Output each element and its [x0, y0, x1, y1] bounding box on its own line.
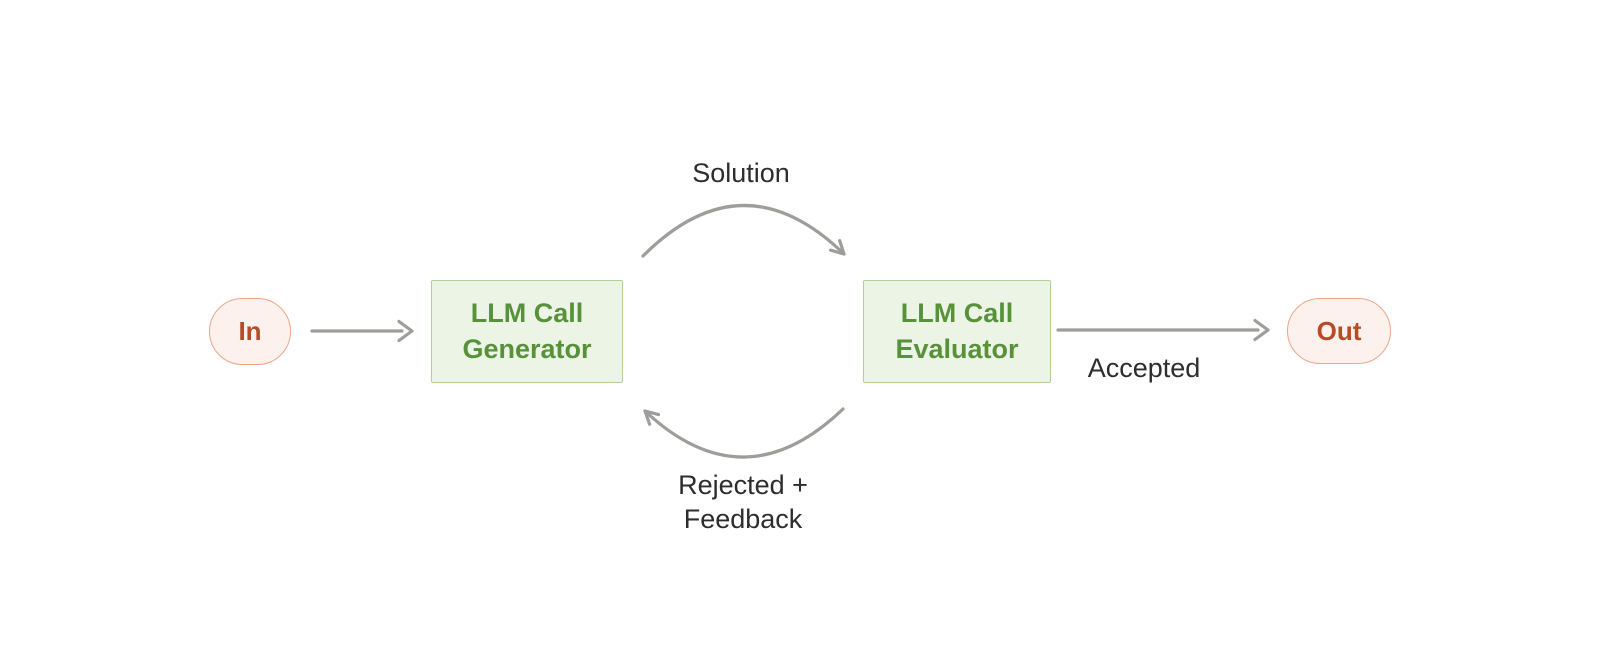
node-in-label: In [238, 316, 262, 346]
edge-label-solution: Solution [692, 158, 790, 188]
node-out-label: Out [1316, 315, 1362, 346]
arrow-in-to-generator-icon [310, 319, 414, 343]
node-llm-call-generator: LLM Call Generator [431, 280, 623, 383]
node-evaluator-label: LLM Call Evaluator [895, 297, 1019, 364]
curved-arrow-solution-icon [641, 203, 846, 258]
edge-label-rejected-feedback: Rejected + Feedback [678, 470, 808, 535]
curved-arrow-rejected-icon [643, 407, 845, 459]
arrow-evaluator-to-out-icon [1056, 318, 1270, 342]
node-generator-label: LLM Call Generator [462, 297, 592, 364]
edge-label-accepted: Accepted [1087, 353, 1201, 383]
node-in: In [209, 298, 291, 365]
node-llm-call-evaluator: LLM Call Evaluator [863, 280, 1051, 383]
node-out: Out [1287, 298, 1391, 364]
